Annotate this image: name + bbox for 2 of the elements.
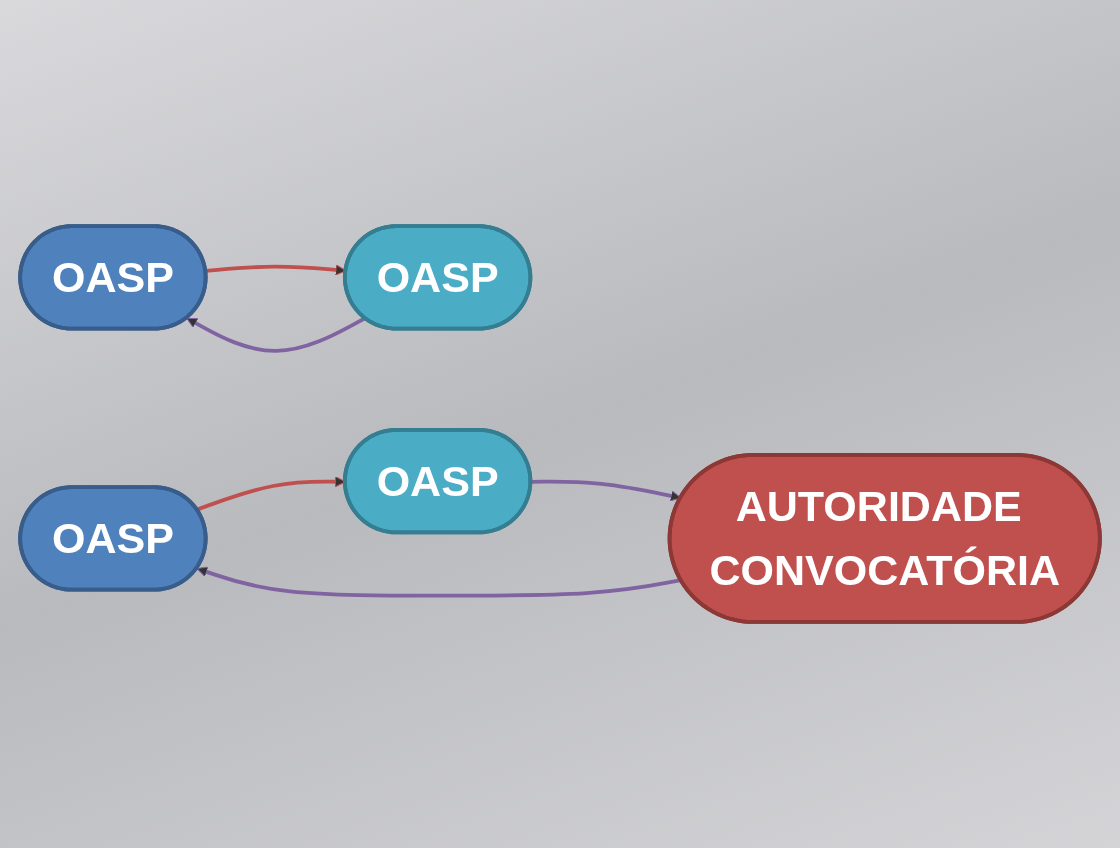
arrow [531, 479, 682, 502]
arrow [186, 316, 366, 353]
